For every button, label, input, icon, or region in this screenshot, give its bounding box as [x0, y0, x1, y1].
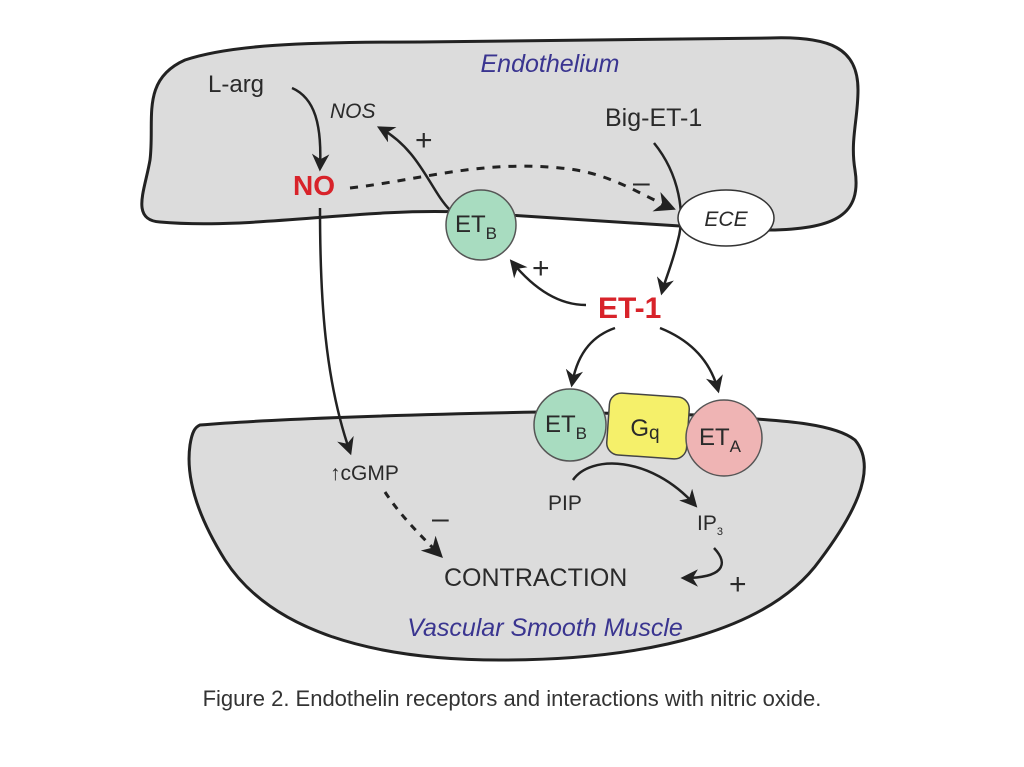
big-et1-label: Big-ET-1	[605, 104, 702, 132]
cgmp-to-contraction-dashed-arrow	[383, 491, 443, 558]
cgmp-inhib-sign: –	[432, 502, 449, 535]
no-to-cgmp-arrow	[318, 207, 354, 456]
gq-label: Gq	[630, 415, 659, 444]
eta-label: ETA	[699, 424, 742, 456]
ip3-stim-sign: +	[729, 568, 747, 601]
nos-label: NOS	[330, 100, 376, 123]
et1-to-etb-top-arrow	[509, 259, 587, 307]
no-label: NO	[293, 170, 335, 201]
pip-label: PIP	[548, 492, 582, 515]
contraction-label: CONTRACTION	[444, 564, 627, 592]
etb-to-nos-arrow	[376, 126, 451, 211]
diagram: Endothelium Vascular Smooth Muscle L-arg…	[140, 36, 866, 662]
ece-label: ECE	[704, 208, 748, 231]
cgmp-label: ↑cGMP	[330, 462, 399, 485]
l-arg-label: L-arg	[208, 71, 264, 98]
et1-to-etb-bottom-arrow	[565, 326, 616, 388]
nos-stim-sign: +	[415, 124, 433, 157]
et1-to-eta-arrow	[659, 326, 723, 394]
big-et1-to-et1-arrow	[653, 142, 683, 296]
smooth-muscle-label: Vascular Smooth Muscle	[407, 614, 683, 642]
ip3-label: IP3	[697, 512, 723, 538]
smooth-muscle-cell	[187, 410, 866, 662]
pip-to-ip3-arrow	[571, 462, 698, 508]
ece-inhib-sign: –	[633, 166, 650, 199]
l-arg-to-no-arrow	[291, 86, 330, 172]
figure-caption: Figure 2. Endothelin receptors and inter…	[202, 686, 822, 711]
etb-receptor-muscle	[533, 388, 607, 462]
endothelium-label: Endothelium	[481, 50, 620, 78]
et1-label: ET-1	[598, 292, 661, 325]
etb-stim-sign: +	[532, 252, 550, 285]
etb-bottom-label: ETB	[545, 411, 587, 443]
ece-enzyme	[677, 189, 775, 247]
etb-receptor-endothelium	[445, 189, 517, 261]
endothelium-cell	[140, 36, 860, 233]
etb-top-label: ETB	[455, 211, 497, 243]
ip3-to-contraction-arrow	[680, 547, 724, 587]
no-to-ece-dashed-arrow	[349, 164, 676, 212]
eta-receptor	[685, 399, 763, 477]
